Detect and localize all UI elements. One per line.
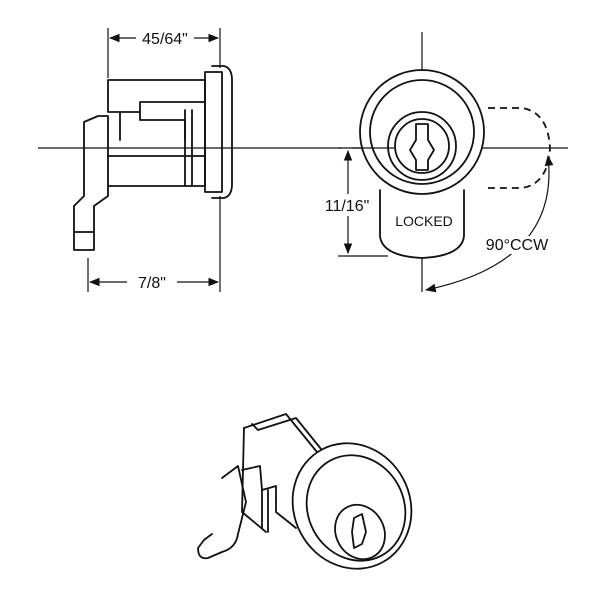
locked-label: LOCKED <box>395 213 453 229</box>
dim-label-bg-bottom <box>127 272 177 292</box>
iso-plug <box>334 503 386 561</box>
iso-body-ridge <box>251 417 339 471</box>
iso-keyway-icon <box>351 513 367 549</box>
front-view: LOCKED 11/16" 90°CCW <box>316 32 568 293</box>
dim-label-height: 11/16" <box>325 198 370 215</box>
dim-label-bottom: 7/8" <box>138 275 166 292</box>
rotated-cam-dashed <box>488 107 551 189</box>
cylinder-step <box>119 111 186 141</box>
face-inner-circle <box>369 79 475 185</box>
rotation-label: 90°CCW <box>486 237 549 254</box>
isometric-view <box>197 413 413 570</box>
side-view: 45/64" 7/8" <box>38 28 342 292</box>
rotation-label-bg <box>476 236 558 254</box>
iso-flange-inner <box>305 454 407 562</box>
cylinder-body <box>107 79 206 187</box>
plug-outer-circle <box>387 111 457 181</box>
dim-label-top: 45/64" <box>142 31 188 48</box>
flange-inner <box>204 71 223 193</box>
iso-cam-arm <box>197 465 247 560</box>
iso-body-side <box>241 427 297 533</box>
flange-face <box>211 65 233 199</box>
face-outer-circle <box>359 69 485 195</box>
plug-inner-circle <box>394 118 450 174</box>
cam-arm <box>73 115 109 251</box>
dim-label-bg-height <box>316 194 378 216</box>
dim-label-bg-top <box>136 28 194 48</box>
